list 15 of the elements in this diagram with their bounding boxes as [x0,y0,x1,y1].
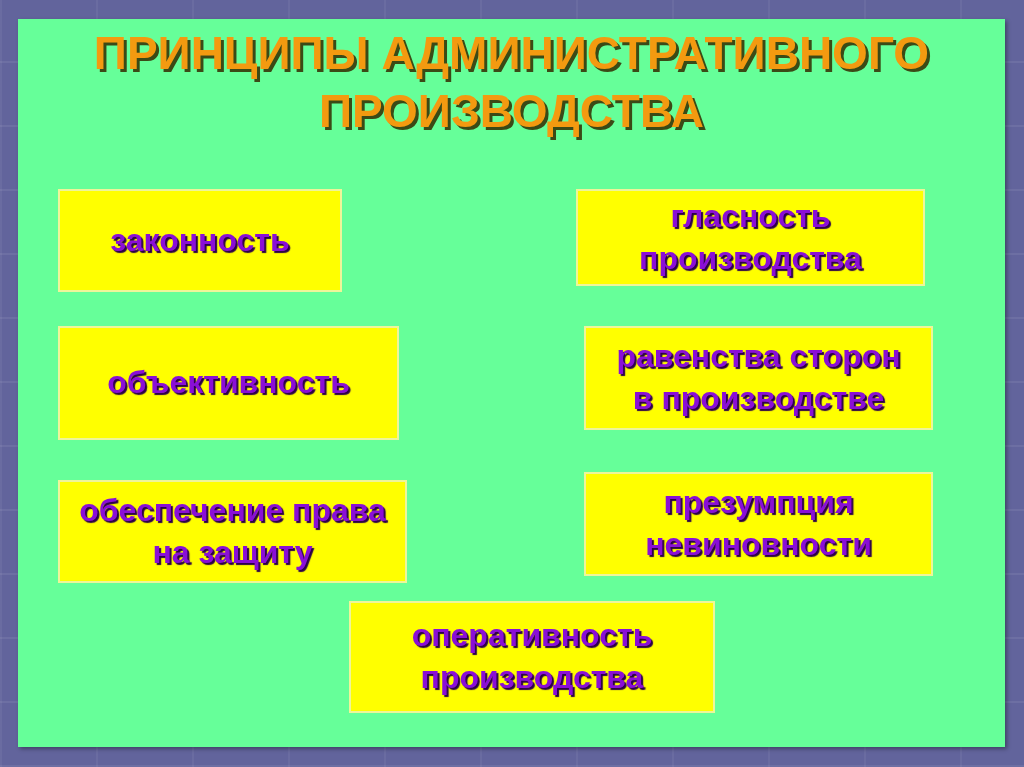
principle-box [349,601,715,713]
principle-box [576,189,925,286]
principle-box [584,472,933,576]
principle-box [58,326,399,440]
principle-label: равенства сторон в производстве [615,337,902,418]
principle-box [584,326,933,430]
principle-label: оперативность производства [410,616,654,697]
principle-label: гласность производства [638,196,863,278]
principle-box [58,480,407,583]
slide-title: ПРИНЦИПЫ АДМИНИСТРАТИВНОГО ПРОИЗВОДСТВА [92,26,931,139]
principle-box [58,189,342,292]
principle-label: законность [110,220,290,260]
principle-label: объективность [107,363,350,403]
principle-label: презумпция невиновности [644,483,873,564]
principle-label: обеспечение права на защиту [78,490,387,572]
